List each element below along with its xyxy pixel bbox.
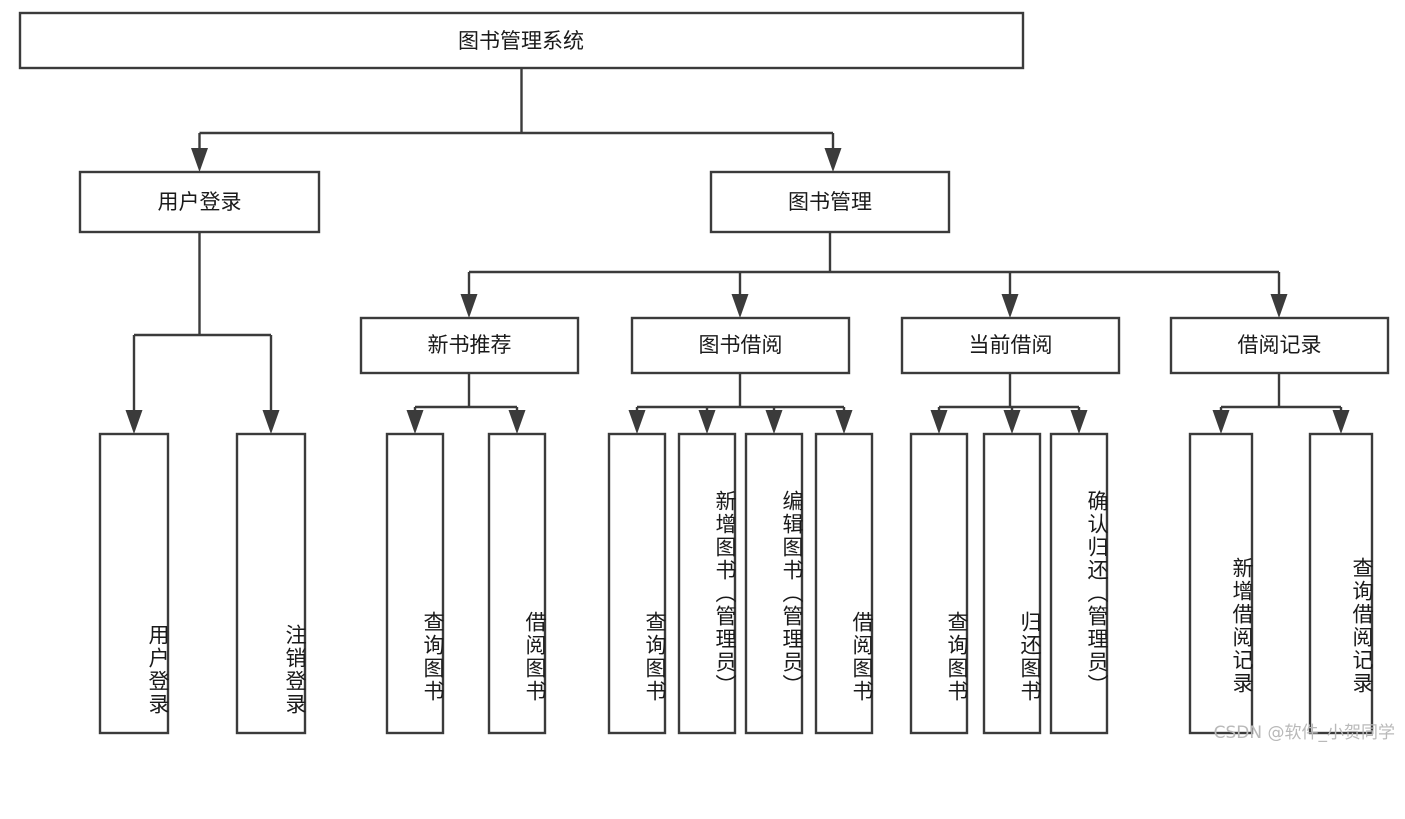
leaf-box-user-login[interactable] [98,432,170,735]
node-root-system-box[interactable] [18,11,1025,70]
leaf-box-add-book-admin[interactable] [677,432,737,735]
node-new-book-recommend-box[interactable] [359,316,580,375]
node-book-management-label: 图书管理 [788,190,872,214]
node-book-borrow[interactable]: 图书借阅 [630,316,851,375]
node-book-management[interactable]: 图书管理 [709,170,951,234]
arrow-head-cb-leaf2 [1003,410,1021,434]
arrow-head-borrow-record [1270,294,1288,318]
connectors-borrow-record-to-leaves [1212,373,1350,434]
node-new-book-recommend[interactable]: 新书推荐 [359,316,580,375]
node-new-book-recommend-label: 新书推荐 [428,333,512,357]
leaf-boxes [98,432,1374,735]
arrow-head-cb-leaf1 [930,410,948,434]
arrow-head-br-leaf2 [1332,410,1350,434]
arrow-head-br-leaf1 [1212,410,1230,434]
diagram-canvas: 图书管理系统 用户登录 图书管理 新书推荐 图书借阅 当前借阅 借阅记录 [18,11,1395,743]
arrow-head-bb-leaf4 [835,410,853,434]
connectors-current-borrow-to-leaves [930,373,1088,434]
node-current-borrow[interactable]: 当前借阅 [900,316,1121,375]
arrow-head-book-mgmt [824,148,842,172]
node-current-borrow-label: 当前借阅 [969,333,1053,357]
hierarchy-diagram-svg: 图书管理系统 用户登录 图书管理 新书推荐 图书借阅 当前借阅 借阅记录 [18,11,1390,735]
leaf-box-borrow-book-bb[interactable] [814,432,874,735]
arrow-head-cb-leaf3 [1070,410,1088,434]
leaf-box-query-book-nb[interactable] [385,432,445,735]
leaf-box-logout[interactable] [235,432,307,735]
leaf-box-edit-book-admin[interactable] [744,432,804,735]
node-book-borrow-box[interactable] [630,316,851,375]
leaf-box-confirm-return[interactable] [1049,432,1109,735]
arrow-head-bb-leaf3 [765,410,783,434]
arrow-head-nb-leaf1 [406,410,424,434]
connectors-root-to-level2 [191,68,842,172]
leaf-box-query-book-cb[interactable] [909,432,969,735]
leaf-box-borrow-book-nb[interactable] [487,432,547,735]
node-user-login-box[interactable] [78,170,321,234]
arrow-head-borrow-book [731,294,749,318]
node-root-system[interactable]: 图书管理系统 [18,11,1025,70]
node-book-borrow-label: 图书借阅 [699,333,783,357]
leaf-box-return-book[interactable] [982,432,1042,735]
arrow-head-nb-leaf2 [508,410,526,434]
node-borrow-record[interactable]: 借阅记录 [1169,316,1390,375]
node-user-login-label: 用户登录 [158,190,242,214]
node-user-login[interactable]: 用户登录 [78,170,321,234]
connectors-user-login-to-leaves [125,232,280,434]
arrow-head-new-book [460,294,478,318]
connectors-book-mgmt-to-level3 [460,232,1288,318]
node-book-management-box[interactable] [709,170,951,234]
leaf-box-add-record[interactable] [1188,432,1254,735]
node-root-system-label: 图书管理系统 [458,29,584,53]
arrow-head-leaf-logout [262,410,280,434]
node-borrow-record-label: 借阅记录 [1238,333,1322,357]
leaf-box-query-record[interactable] [1308,432,1374,735]
arrow-head-bb-leaf1 [628,410,646,434]
connectors-borrow-book-to-leaves [628,373,853,434]
node-borrow-record-box[interactable] [1169,316,1390,375]
leaf-box-query-book-bb[interactable] [607,432,667,735]
arrow-head-leaf-user-login [125,410,143,434]
arrow-head-current-borrow [1001,294,1019,318]
node-current-borrow-box[interactable] [900,316,1121,375]
arrow-head-bb-leaf2 [698,410,716,434]
arrow-head-user-login [191,148,208,172]
connectors-new-book-to-leaves [406,373,526,434]
